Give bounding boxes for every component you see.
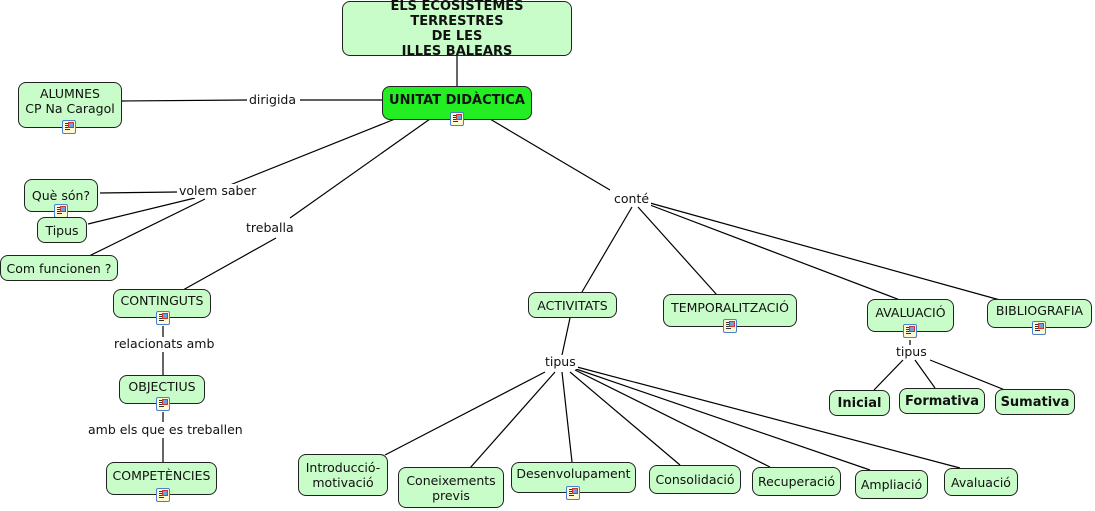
activity-type-label: Desenvolupament bbox=[516, 466, 631, 481]
competencies-label: COMPETÈNCIES bbox=[112, 468, 211, 483]
link-label-dirigida: dirigida bbox=[247, 92, 299, 107]
document-image-icon[interactable] bbox=[723, 319, 737, 333]
activity-type-line: Coneixements bbox=[406, 472, 496, 488]
title-line: ELS ECOSISTEMES TERRESTRES bbox=[390, 0, 524, 29]
question-label: Com funcionen ? bbox=[6, 260, 112, 276]
link-label-amb-els-que: amb els que es treballen bbox=[86, 422, 245, 437]
evaluation-type-node[interactable]: Formativa bbox=[899, 388, 985, 414]
objectives-label: OBJECTIUS bbox=[128, 379, 196, 394]
evaluation-type-label: Sumativa bbox=[1000, 394, 1070, 410]
activity-type-line: Introducció- bbox=[305, 460, 381, 475]
document-image-icon[interactable] bbox=[62, 120, 76, 134]
activity-type-label: Avaluació bbox=[951, 474, 1011, 490]
activities-label: ACTIVITATS bbox=[537, 297, 608, 313]
question-node[interactable]: Com funcionen ? bbox=[0, 255, 118, 281]
document-image-icon[interactable] bbox=[54, 204, 68, 218]
link-label-volem-saber: volem saber bbox=[177, 183, 259, 198]
activity-type-node[interactable]: Consolidació bbox=[649, 465, 741, 494]
document-image-icon[interactable] bbox=[903, 324, 917, 338]
evaluation-type-label: Formativa bbox=[905, 393, 979, 409]
activity-type-label: Ampliació bbox=[860, 477, 923, 492]
evaluation-type-label: Inicial bbox=[837, 395, 882, 411]
document-image-icon[interactable] bbox=[1032, 321, 1046, 335]
activity-type-node[interactable]: Avaluació bbox=[944, 468, 1018, 496]
evaluation-node[interactable]: AVALUACIÓ bbox=[867, 299, 954, 332]
activity-type-node[interactable]: Introducció- motivació bbox=[298, 454, 388, 496]
activity-type-label: Consolidació bbox=[655, 472, 735, 487]
evaluation-label: AVALUACIÓ bbox=[875, 305, 946, 320]
activities-node[interactable]: ACTIVITATS bbox=[528, 292, 617, 318]
link-label-relacionats-amb: relacionats amb bbox=[112, 336, 217, 351]
link-label-conte: conté bbox=[612, 191, 652, 206]
scheduling-node[interactable]: TEMPORALITZACIÓ bbox=[663, 294, 797, 327]
activity-type-node[interactable]: Ampliació bbox=[855, 470, 928, 499]
evaluation-type-node[interactable]: Inicial bbox=[829, 390, 890, 416]
alumnes-line: CP Na Caragol bbox=[25, 101, 115, 116]
title-line: ILLES BALEARS bbox=[401, 43, 513, 59]
activity-type-label: Recuperació bbox=[757, 474, 836, 489]
document-image-icon[interactable] bbox=[156, 397, 170, 411]
link-label-tipus-avaluacio: tipus bbox=[894, 344, 929, 359]
link-label-treballa: treballa bbox=[244, 220, 296, 235]
question-node[interactable]: Tipus bbox=[37, 217, 87, 243]
alumnes-line: ALUMNES bbox=[39, 86, 100, 101]
main-node[interactable]: UNITAT DIDÀCTICA bbox=[382, 86, 532, 120]
link-label-tipus-activitats: tipus bbox=[543, 354, 578, 369]
document-image-icon[interactable] bbox=[156, 488, 170, 502]
document-image-icon[interactable] bbox=[156, 311, 170, 325]
document-image-icon[interactable] bbox=[450, 112, 464, 126]
document-image-icon[interactable] bbox=[566, 486, 580, 500]
contents-label: CONTINGUTS bbox=[120, 293, 204, 308]
activity-type-node[interactable]: Coneixements previs bbox=[398, 467, 504, 508]
title-node[interactable]: ELS ECOSISTEMES TERRESTRES DE LES ILLES … bbox=[342, 0, 572, 59]
scheduling-label: TEMPORALITZACIÓ bbox=[671, 300, 789, 315]
bibliography-label: BIBLIOGRAFIA bbox=[995, 303, 1084, 318]
main-node-label: UNITAT DIDÀCTICA bbox=[389, 92, 525, 108]
activity-type-node[interactable]: Recuperació bbox=[752, 467, 841, 496]
title-line: DE LES bbox=[431, 28, 483, 44]
evaluation-type-node[interactable]: Sumativa bbox=[995, 389, 1075, 415]
question-label: Tipus bbox=[45, 222, 79, 238]
activity-type-line: motivació bbox=[312, 475, 374, 490]
activity-type-line: previs bbox=[432, 487, 470, 503]
question-label: Què són? bbox=[31, 188, 91, 203]
